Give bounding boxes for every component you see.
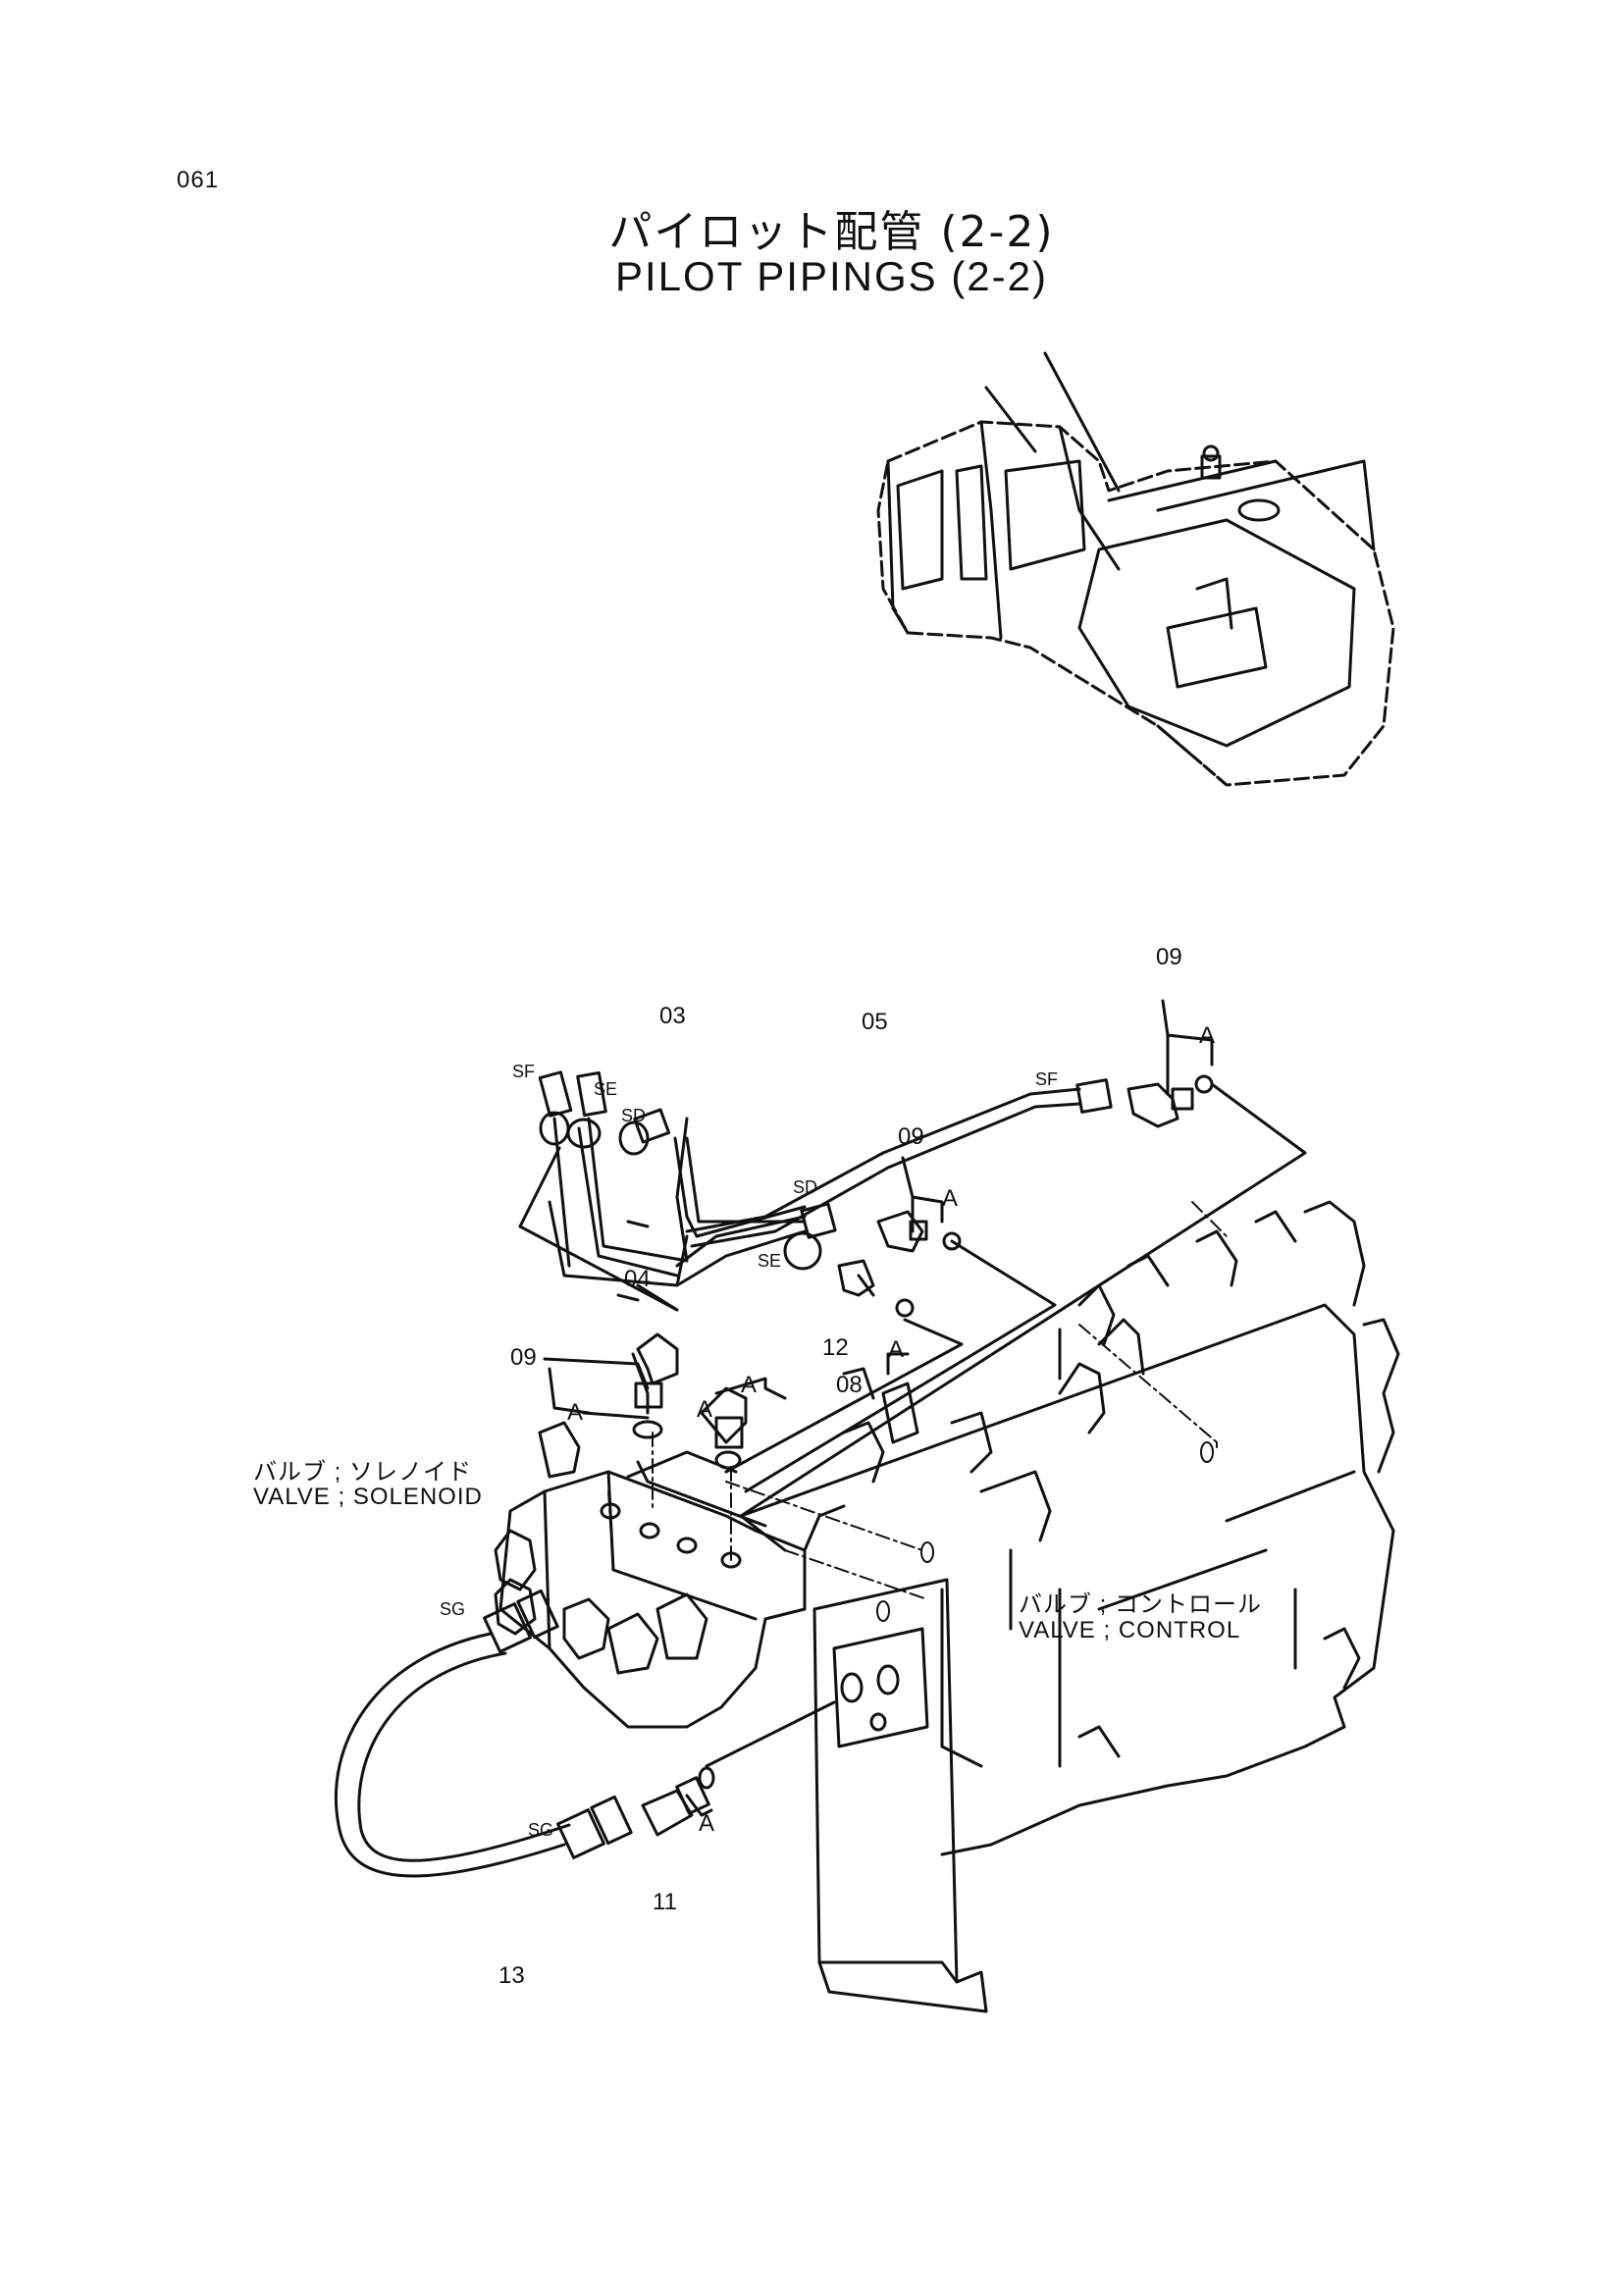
- title-japanese: パイロット配管 (2-2): [608, 207, 1055, 257]
- callout-11: 11: [653, 1889, 677, 1915]
- connection-mark-a: A: [1199, 1022, 1216, 1049]
- title-english: PILOT PIPINGS (2-2): [615, 253, 1048, 299]
- callout-13: 13: [498, 1962, 525, 1989]
- page-number: 061: [177, 167, 220, 193]
- port-label-sd-right: SD: [793, 1177, 818, 1197]
- connection-mark-a: A: [567, 1399, 584, 1426]
- callout-09-lower: 09: [510, 1344, 537, 1371]
- mounting-plate: [812, 1578, 988, 2013]
- callout-12: 12: [822, 1334, 849, 1361]
- callout-09-top: 09: [1156, 944, 1182, 970]
- callout-08: 08: [836, 1372, 863, 1398]
- connection-mark-a: A: [741, 1372, 758, 1398]
- solenoid-valve-label-ja: バルブ ; ソレノイド: [253, 1459, 473, 1486]
- port-label-sd: SD: [621, 1106, 647, 1125]
- control-valve-body: [739, 1200, 1400, 1856]
- connection-mark-a: A: [942, 1185, 959, 1212]
- control-valve-label-ja: バルブ ; コントロール: [1019, 1591, 1263, 1618]
- callout-09-middle: 09: [898, 1123, 924, 1150]
- port-label-sg-upper: SG: [440, 1599, 466, 1619]
- solenoid-valve-label-en: VALVE ; SOLENOID: [253, 1484, 483, 1510]
- port-label-se: SE: [594, 1079, 618, 1099]
- callout-04: 04: [624, 1266, 651, 1292]
- hose-fittings: [538, 1070, 1214, 1318]
- connection-mark-a: A: [697, 1396, 713, 1423]
- port-label-sg-lower: SG: [528, 1820, 554, 1840]
- port-label-sf: SF: [512, 1062, 536, 1081]
- solenoid-valve-block: [494, 1421, 807, 1729]
- hose-13: [334, 1589, 633, 1878]
- port-label-se-right: SE: [758, 1251, 782, 1271]
- center-lines: [607, 1201, 1228, 1600]
- connection-mark-a: A: [888, 1336, 905, 1363]
- excavator-overview: [876, 351, 1395, 787]
- fitting-11: [641, 1700, 836, 1837]
- elbow-fittings-lower: [631, 1332, 748, 1470]
- connection-lines: [543, 999, 1307, 1552]
- port-label-sf-right: SF: [1035, 1069, 1059, 1089]
- callout-03: 03: [659, 1003, 686, 1029]
- pilot-hose-cluster: [518, 1087, 1081, 1312]
- connection-mark-a: A: [699, 1810, 715, 1837]
- callout-05: 05: [862, 1009, 888, 1035]
- control-valve-label-en: VALVE ; CONTROL: [1019, 1617, 1241, 1643]
